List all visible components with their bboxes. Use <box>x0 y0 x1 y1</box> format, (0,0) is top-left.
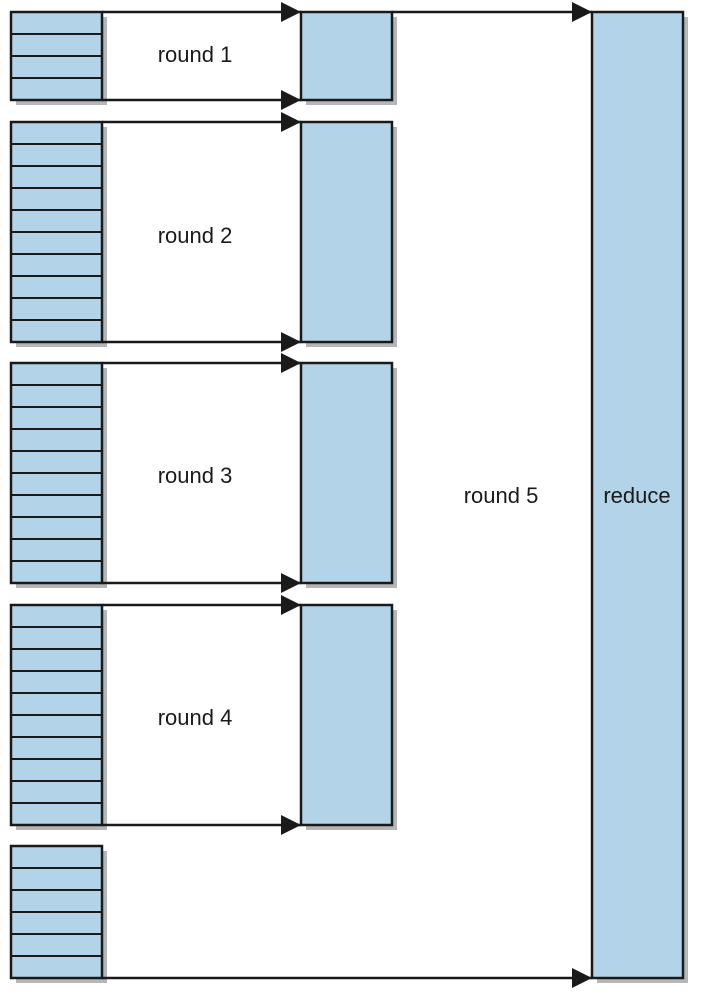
round-label-1: round 1 <box>158 42 233 67</box>
merged-output-round-1 <box>299 10 394 102</box>
box-layer <box>9 10 685 980</box>
merged-output-round-3 <box>299 361 394 585</box>
round-label-5: round 5 <box>464 483 539 508</box>
round-label-4: round 4 <box>158 705 233 730</box>
reduce-label: reduce <box>603 483 670 508</box>
merged-output-round-4 <box>299 603 394 827</box>
reduce-bar <box>590 10 685 980</box>
merged-output-round-2 <box>299 120 394 344</box>
round-label-2: round 2 <box>158 223 233 248</box>
label-layer: round 1 round 2 round 3 round 4 round 5 … <box>158 42 671 730</box>
arrow-layer <box>102 2 592 988</box>
round-label-3: round 3 <box>158 463 233 488</box>
